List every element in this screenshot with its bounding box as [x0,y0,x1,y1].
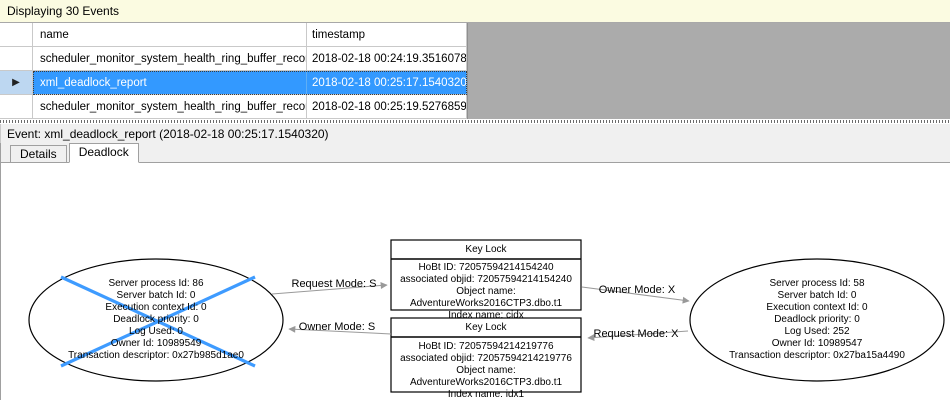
events-count-banner: Displaying 30 Events [0,0,950,23]
table-header-row: name timestamp [0,23,467,47]
corner-header-cell [0,23,33,47]
resource-attr: HoBt ID: 72057594214219776 [418,341,554,352]
event-name-cell[interactable]: xml_deadlock_report [33,71,307,95]
tab-details[interactable]: Details [10,145,67,162]
resource-node-bottom[interactable]: HoBt ID: 72057594214219776 associated ob… [392,341,580,400]
edge-label-owner-x: Owner Mode: X [598,284,676,296]
events-count-label: Displaying 30 Events [7,4,120,18]
edge-owner-x [581,286,690,304]
edge-label-request-s: Request Mode: S [291,278,377,290]
column-header-name[interactable]: name [33,23,307,47]
events-table-region: name timestamp scheduler_monitor_system_… [0,23,950,119]
deadlock-graph-pane: Server process Id: 86 Server batch Id: 0… [0,163,950,400]
row-selector-cell[interactable] [0,47,33,71]
process-attr: Execution context Id: 0 [766,302,868,313]
process-attr: Execution context Id: 0 [105,302,207,313]
resource-attr: Object name: AdventureWorks2016CTP3.dbo.… [409,286,563,309]
event-caption-bar: Event: xml_deadlock_report (2018-02-18 0… [0,124,950,143]
current-row-arrow-icon: ▶ [12,76,20,88]
row-selector-cell[interactable]: ▶ [0,71,33,95]
resource-node-shape-bottom [390,317,582,393]
process-attr: Server process Id: 86 [108,278,204,289]
event-name-cell[interactable]: scheduler_monitor_system_health_ring_buf… [33,47,307,71]
column-header-timestamp[interactable]: timestamp [307,23,467,47]
process-attr: Log Used: 0 [129,326,183,337]
table-row[interactable]: scheduler_monitor_system_health_ring_buf… [0,47,467,71]
event-name-cell[interactable]: scheduler_monitor_system_health_ring_buf… [33,95,307,119]
process-attr: Transaction descriptor: 0x27b985d1ae0 [68,350,244,361]
resource-attr: associated objid: 72057594214219776 [400,353,572,364]
process-attr: Owner Id: 10989547 [771,338,863,349]
table-row[interactable]: scheduler_monitor_system_health_ring_buf… [0,95,467,119]
resource-node-title[interactable]: Key Lock [465,322,507,333]
process-attr: Server process Id: 58 [769,278,865,289]
process-node-victim[interactable]: Server process Id: 86 Server batch Id: 0… [29,278,283,362]
resource-attr: Index name: cidx [448,310,524,321]
row-selector-cell[interactable] [0,95,33,119]
table-row-selected[interactable]: ▶ xml_deadlock_report 2018-02-18 00:25:1… [0,71,467,95]
resource-node-shape-top [390,239,582,311]
edge-request-s [271,282,388,295]
resource-node-top[interactable]: HoBt ID: 72057594214154240 associated ob… [392,262,580,322]
splitter-grip [0,120,950,123]
process-attr: Transaction descriptor: 0x27ba15a4490 [729,350,905,361]
edge-label-owner-s: Owner Mode: S [298,321,376,333]
resource-attr: Object name: AdventureWorks2016CTP3.dbo.… [409,365,563,388]
resource-attr: associated objid: 72057594214154240 [400,274,572,285]
process-attr: Deadlock priority: 0 [113,314,199,325]
process-attr: Server batch Id: 0 [116,290,196,301]
process-node-shape [689,258,945,382]
resource-attr: HoBt ID: 72057594214154240 [418,262,554,273]
pane-splitter[interactable] [0,119,950,124]
resource-attr: Index name: idx1 [447,389,525,400]
tab-deadlock[interactable]: Deadlock [68,143,139,163]
edge-request-x [587,330,689,342]
edge-label-request-x: Request Mode: X [593,328,679,340]
process-node[interactable]: Server process Id: 58 Server batch Id: 0… [690,278,944,362]
event-caption-label: Event: xml_deadlock_report (2018-02-18 0… [7,126,329,141]
resource-node-title[interactable]: Key Lock [465,244,507,255]
event-timestamp-cell[interactable]: 2018-02-18 00:25:17.1540320 [307,71,467,95]
events-table: name timestamp scheduler_monitor_system_… [0,23,468,119]
process-attr: Deadlock priority: 0 [774,314,860,325]
deadlock-graph-canvas [28,239,945,393]
detail-tabs: Details Deadlock [0,143,950,163]
event-timestamp-cell[interactable]: 2018-02-18 00:24:19.3516078 [307,47,467,71]
process-attr: Owner Id: 10989549 [110,338,202,349]
process-attr: Server batch Id: 0 [777,290,857,301]
victim-cross-line [60,275,256,368]
process-attr: Log Used: 252 [784,326,850,337]
event-timestamp-cell[interactable]: 2018-02-18 00:25:19.5276859 [307,95,467,119]
edge-owner-s [288,325,392,335]
